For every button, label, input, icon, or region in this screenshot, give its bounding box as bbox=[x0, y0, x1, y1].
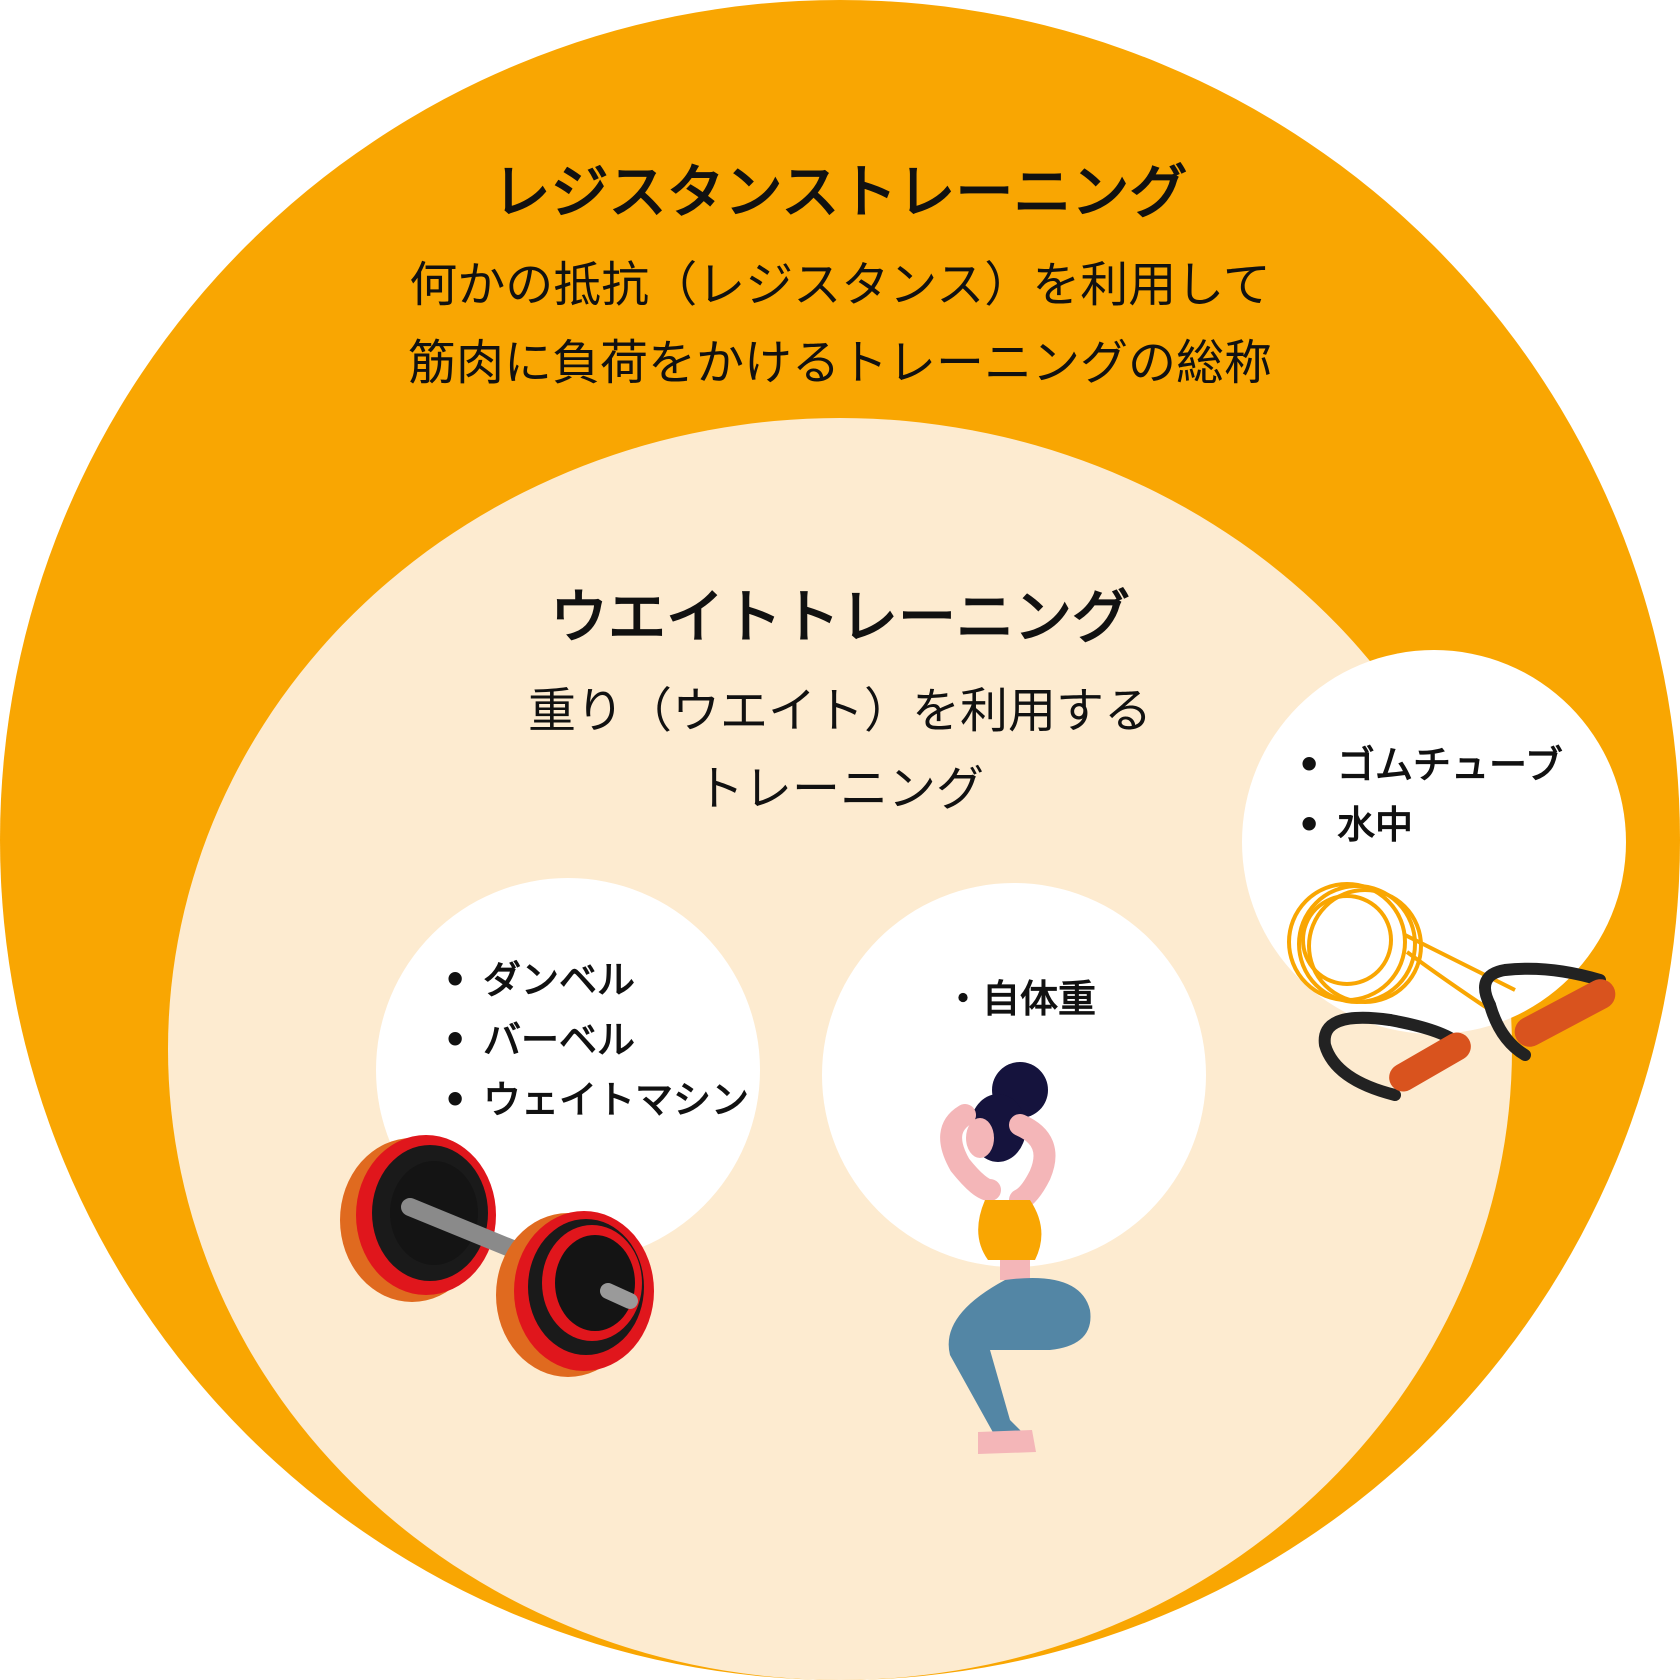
resistance-band-icon bbox=[1287, 882, 1616, 1101]
list-item-rubber-tube: ゴムチューブ bbox=[1297, 735, 1563, 795]
other-resistance-list: ゴムチューブ 水中 bbox=[1297, 735, 1563, 855]
resistance-desc-line-2: 筋肉に負荷をかけるトレーニングの総称 bbox=[407, 335, 1272, 391]
dumbbell-icon bbox=[340, 1135, 654, 1377]
list-item-dumbbell: ダンベル bbox=[443, 950, 749, 1010]
weight-desc-line-2: トレーニング bbox=[695, 761, 984, 817]
resistance-desc-line-1: 何かの抵抗（レジスタンス）を利用して bbox=[409, 257, 1271, 313]
weight-training-description: 重り（ウエイト）を利用する トレーニング bbox=[0, 672, 1680, 828]
list-item-barbell: バーベル bbox=[443, 1010, 749, 1070]
equipment-list: ダンベル バーベル ウェイトマシン bbox=[443, 950, 749, 1130]
list-item-weight-machine: ウェイトマシン bbox=[443, 1070, 749, 1130]
weight-training-title: ウエイトトレーニング bbox=[549, 583, 1130, 651]
resistance-training-title: レジスタンストレーニング bbox=[492, 158, 1188, 226]
weight-desc-line-1: 重り（ウエイト）を利用する bbox=[527, 683, 1152, 739]
list-item-water: 水中 bbox=[1297, 795, 1563, 855]
squatting-person-icon bbox=[940, 1062, 1091, 1454]
bodyweight-label: ・自体重 bbox=[944, 977, 1097, 1021]
resistance-training-description: 何かの抵抗（レジスタンス）を利用して 筋肉に負荷をかけるトレーニングの総称 bbox=[0, 246, 1680, 402]
